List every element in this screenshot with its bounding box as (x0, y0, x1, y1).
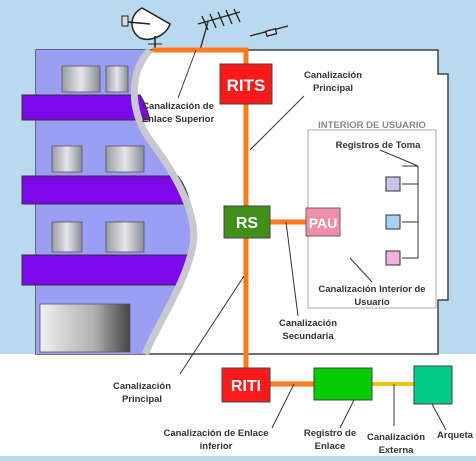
label-externa-2: Externa (379, 445, 415, 456)
toma-box-2 (385, 214, 401, 230)
window (51, 221, 83, 253)
leader-registro-enlace (339, 399, 355, 429)
leader-lines (177, 49, 447, 431)
label-secundaria-1: Canalización (279, 318, 337, 329)
rits-box (219, 63, 273, 105)
interior-usuario-title: INTERIOR DE USUARIO (318, 120, 426, 131)
label-registros-toma: Registros de Toma (336, 140, 422, 151)
toma-bracket (402, 165, 419, 259)
window (105, 145, 145, 173)
door (39, 303, 131, 353)
label-principal-top-1: Canalización (304, 70, 362, 81)
toma-box-3 (385, 250, 401, 266)
label-interior-usuario-1: Canalización Interior de (318, 284, 425, 295)
pau-label: PAU (309, 215, 338, 231)
riti-box (221, 367, 271, 403)
windows (39, 65, 145, 353)
rits-label: RITS (227, 76, 266, 95)
cable-enlace-superior (152, 47, 249, 67)
label-principal-bottom-1: Canalización (113, 381, 171, 392)
label-externa-1: Canalización (367, 432, 425, 443)
label-registro-enlace-1: Registro de (304, 428, 356, 439)
leader-arqueta (431, 403, 447, 431)
label-interior-usuario-2: Usuario (354, 297, 390, 308)
floor-band (21, 94, 151, 121)
rs-label: RS (236, 215, 259, 232)
arqueta-box (413, 365, 453, 405)
label-enlace-inferior-2: inferior (200, 441, 233, 452)
label-principal-bottom-2: Principal (122, 394, 162, 405)
riti-label: RITI (231, 378, 261, 395)
floor-band (21, 175, 191, 205)
label-principal-top-2: Principal (313, 83, 353, 94)
registro-enlace-box (313, 367, 373, 401)
leader-enlace-superior (177, 49, 197, 99)
label-registro-enlace-2: Enlace (315, 441, 346, 452)
leader-interior-usuario (349, 257, 373, 283)
rod-antenna-icon (249, 25, 289, 37)
window (105, 65, 129, 93)
leader-principal-top (249, 95, 305, 151)
leader-registros-toma (379, 149, 419, 167)
toma-box-1 (385, 176, 401, 192)
building-wave (130, 47, 198, 356)
window (61, 65, 101, 93)
pau-box (305, 207, 341, 237)
window (105, 221, 145, 253)
label-secundaria-2: Secundaria (282, 331, 334, 342)
antenna-icon (197, 8, 241, 51)
floor-band (21, 254, 191, 286)
leader-principal-bottom (179, 275, 245, 375)
leader-secundaria (285, 221, 299, 317)
floor-bands (21, 94, 191, 286)
leader-enlace-inferior (271, 383, 295, 429)
window (51, 145, 83, 173)
label-enlace-superior-1: Canalización de (142, 101, 214, 112)
label-enlace-superior-2: Enlace Superior (142, 114, 215, 125)
label-arqueta: Arqueta (437, 430, 474, 441)
label-enlace-inferior-1: Canalización de Enlace (163, 428, 268, 439)
rs-box (223, 205, 271, 239)
